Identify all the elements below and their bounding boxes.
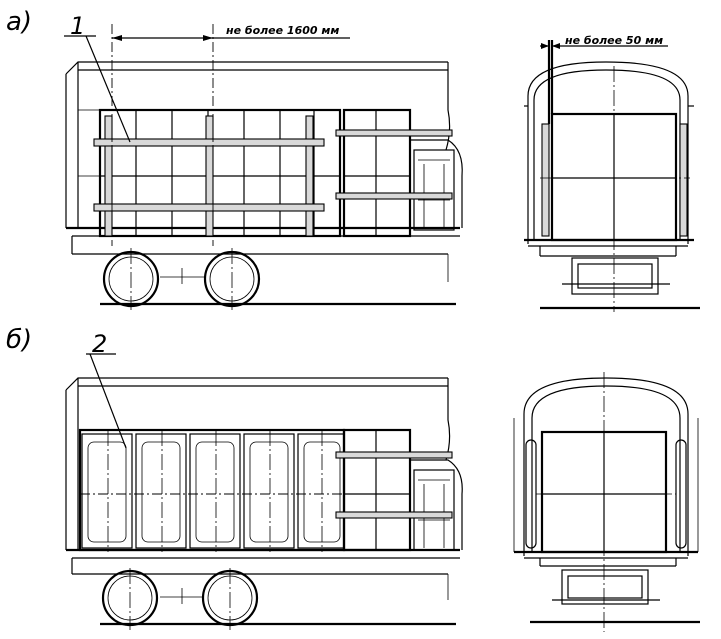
section-a-label: а) <box>6 7 32 37</box>
cargo-panel <box>189 433 241 549</box>
section-b-label: б) <box>6 325 32 355</box>
door-plank <box>335 129 453 137</box>
item-2-label: 2 <box>92 330 107 358</box>
leader-line <box>85 35 131 143</box>
side-stake <box>541 123 550 237</box>
side-stake <box>679 123 688 237</box>
cargo-panel <box>243 433 295 549</box>
wagon-a-side-view <box>65 24 463 310</box>
leader-line <box>89 353 127 449</box>
dimension-gap: не более 50 мм <box>540 34 668 49</box>
vertical-stake <box>104 115 113 237</box>
wagon-b-end-view <box>513 372 700 632</box>
door-cargo <box>342 108 412 238</box>
cargo-panel <box>81 433 133 549</box>
cargo-panel <box>297 433 345 549</box>
cargo-panel <box>135 433 187 549</box>
wagon-a-end-view <box>524 40 700 312</box>
vertical-stake <box>205 115 214 237</box>
door-plank <box>335 451 453 459</box>
cargo-panels <box>81 433 345 549</box>
dimension-spacing-text: не более 1600 мм <box>226 24 339 37</box>
roof-line <box>65 61 448 75</box>
item-1-label: 1 <box>70 12 85 40</box>
cargo-stack <box>98 108 342 238</box>
wagon-b-side-view <box>65 377 463 630</box>
vertical-stake <box>305 115 314 237</box>
dimension-spacing: не более 1600 мм <box>112 24 350 41</box>
dimension-gap-text: не более 50 мм <box>565 34 663 47</box>
door-plank <box>335 192 453 200</box>
door-plank <box>335 511 453 519</box>
horizontal-plank <box>93 138 325 147</box>
horizontal-plank <box>93 203 325 212</box>
